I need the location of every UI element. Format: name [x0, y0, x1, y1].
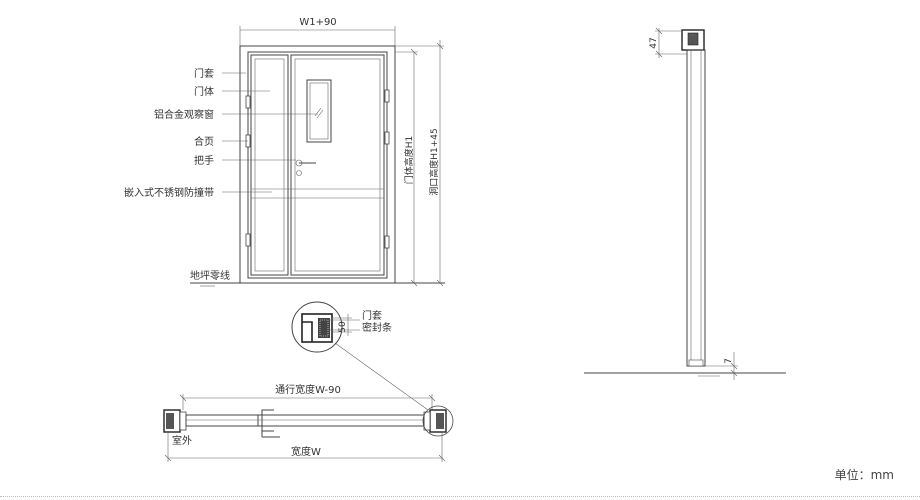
detail-seal-label: 密封条 — [362, 321, 392, 334]
label-kick-strip: 嵌入式不锈钢防撞带 — [124, 186, 214, 199]
door-plan: 通行宽度W-90 宽度W 室外 — [163, 301, 454, 462]
label-hinge: 合页 — [194, 135, 214, 148]
outside-label: 室外 — [172, 434, 192, 447]
detail-callout — [291, 301, 343, 353]
total-width-label: 宽度W — [291, 445, 321, 458]
detail-dimension: 50 — [338, 321, 348, 333]
detail-frame-label: 门套 — [362, 309, 382, 322]
door-elevation: W1+90 — [124, 17, 445, 287]
label-door-body: 门体 — [194, 85, 214, 98]
top-dimension: W1+90 — [299, 17, 336, 28]
clear-width-label: 通行宽度W-90 — [275, 383, 341, 396]
observation-window — [306, 79, 332, 143]
opening-height-label: 洞口高度H1+45 — [428, 128, 440, 196]
section-top-dim: 47 — [649, 37, 659, 48]
hinge — [245, 95, 251, 109]
door-section: 47 7 — [584, 27, 786, 380]
section-bottom-dim: 7 — [724, 358, 734, 364]
bottom-divider — [0, 496, 920, 497]
label-frame: 门套 — [194, 67, 214, 80]
label-handle: 把手 — [194, 154, 214, 167]
door-height-label: 门体高度H1 — [403, 136, 415, 185]
unit-label: 单位：mm — [834, 468, 894, 482]
label-floor-line: 地坪零线 — [190, 269, 230, 282]
label-window: 铝合金观察窗 — [154, 108, 214, 121]
